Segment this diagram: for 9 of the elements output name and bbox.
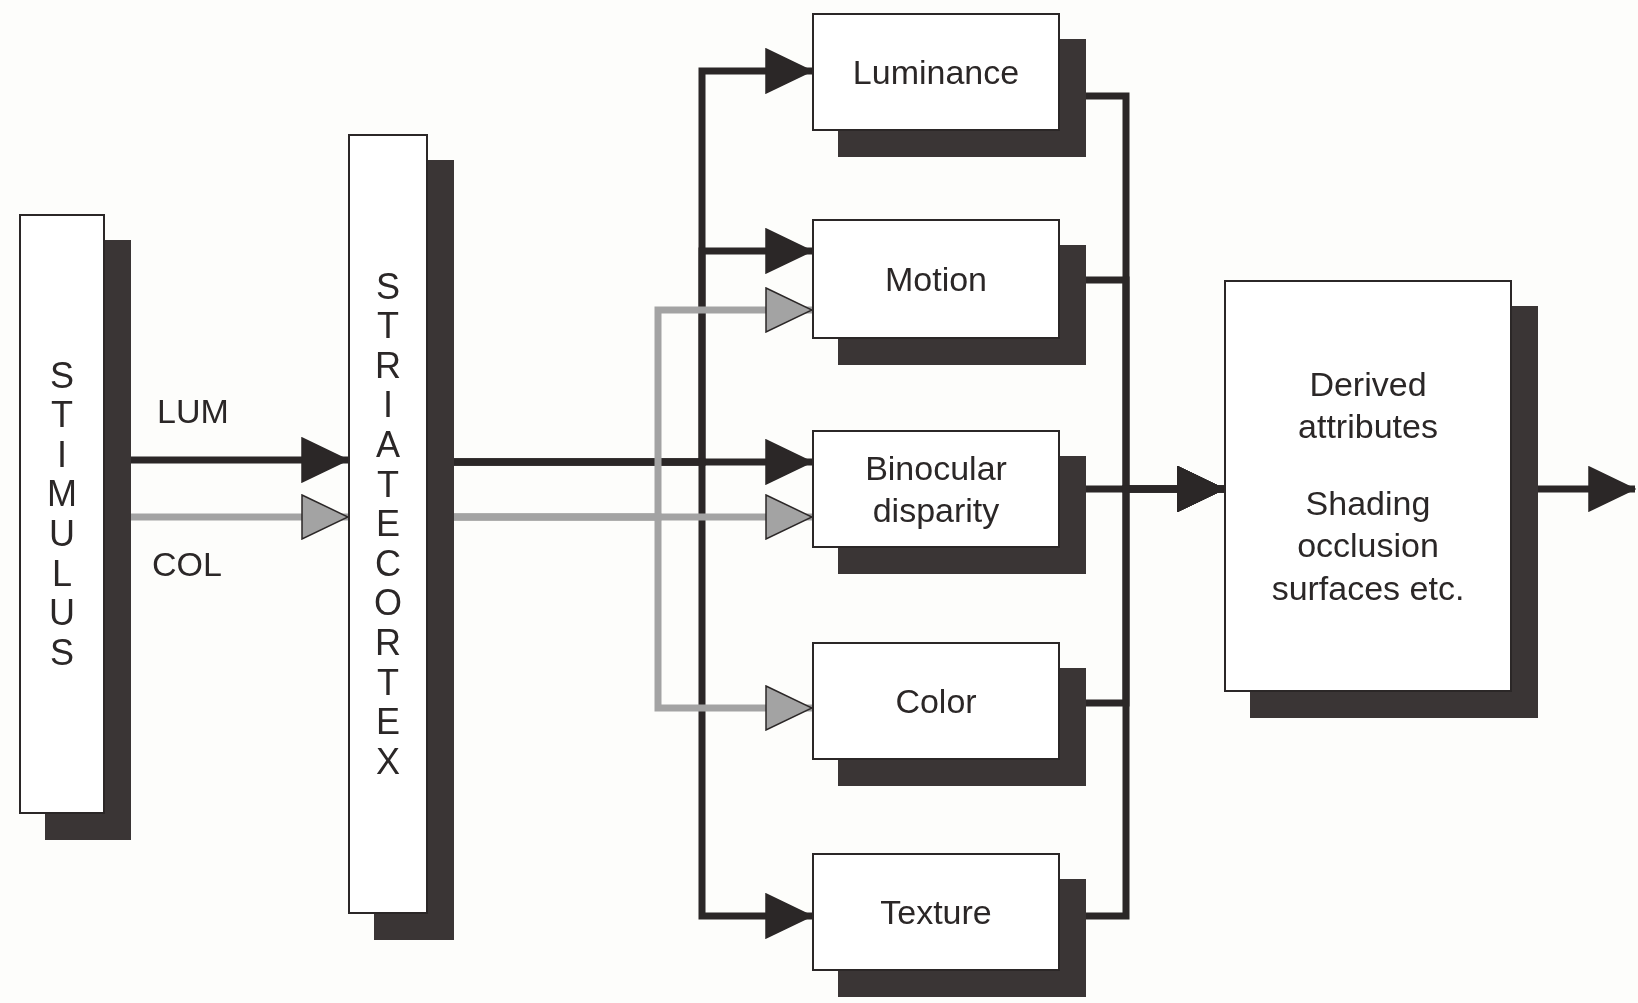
box-label: Shading occlusion surfaces etc. bbox=[1270, 482, 1466, 609]
box-label: Binocular disparity bbox=[864, 447, 1008, 531]
box-label: Color bbox=[894, 680, 978, 722]
box-label: Luminance bbox=[851, 51, 1021, 93]
box-label: Texture bbox=[879, 891, 993, 933]
box-label: Derived attributes bbox=[1297, 363, 1439, 448]
vertical-label: STRIATE CORTEX bbox=[373, 266, 403, 782]
box-label: Motion bbox=[883, 258, 989, 300]
vertical-label: STIMULUS bbox=[46, 355, 78, 673]
